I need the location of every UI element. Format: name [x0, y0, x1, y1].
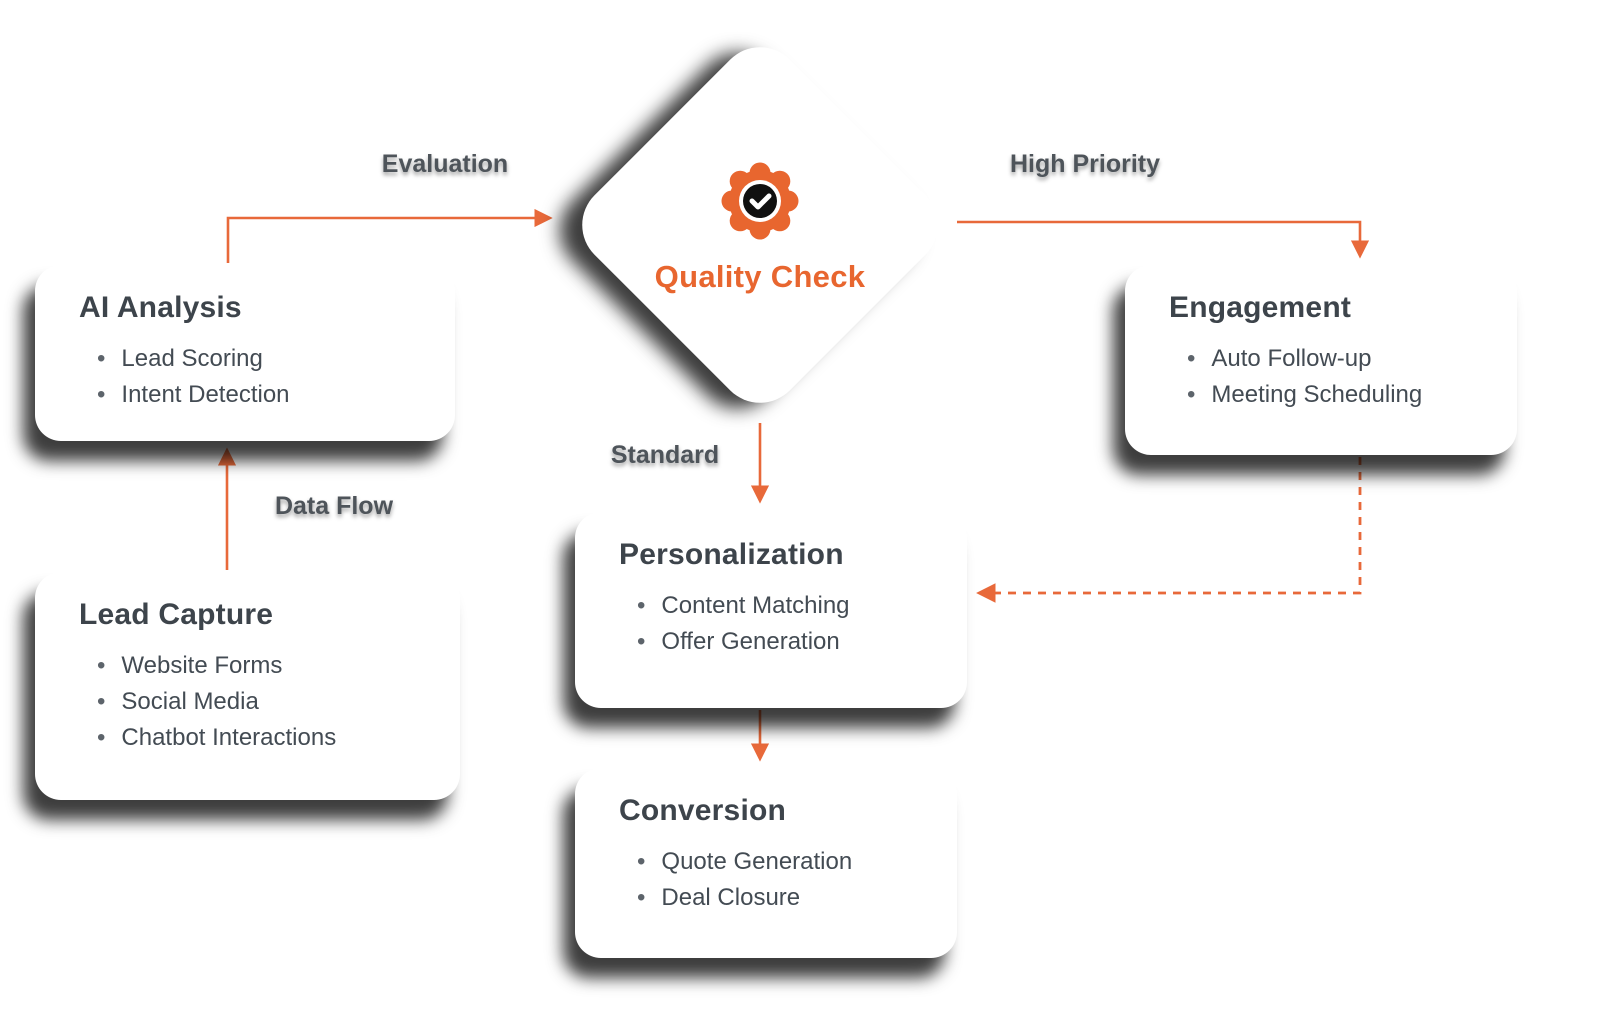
edge-engagement-personalization-dashed	[976, 457, 1362, 603]
node-quality-check: Quality Check	[622, 87, 898, 363]
node-title-personalization: Personalization	[619, 538, 844, 571]
list-item: Website Forms	[97, 648, 416, 684]
node-items-engagement: Auto Follow-up Meeting Scheduling	[1169, 341, 1473, 413]
list-item: Chatbot Interactions	[97, 720, 416, 756]
list-item: Content Matching	[637, 588, 923, 624]
node-title-conversion: Conversion	[619, 794, 787, 827]
node-title-engagement: Engagement	[1169, 291, 1352, 324]
node-conversion: Conversion Quote Generation Deal Closure	[575, 768, 957, 958]
list-item: Meeting Scheduling	[1187, 377, 1473, 413]
node-personalization: Personalization Content Matching Offer G…	[575, 512, 967, 708]
edge-label-high-priority: High Priority	[1009, 150, 1161, 178]
edge-label-evaluation: Evaluation	[381, 150, 509, 178]
list-item: Auto Follow-up	[1187, 341, 1473, 377]
edge-high-priority	[957, 220, 1370, 259]
node-items-lead-capture: Website Forms Social Media Chatbot Inter…	[79, 648, 416, 756]
edge-label-standard: Standard	[610, 441, 720, 469]
node-title-ai-analysis: AI Analysis	[79, 291, 242, 324]
node-engagement: Engagement Auto Follow-up Meeting Schedu…	[1125, 265, 1517, 455]
node-ai-analysis: AI Analysis Lead Scoring Intent Detectio…	[35, 265, 455, 441]
list-item: Intent Detection	[97, 377, 411, 413]
node-title-quality-check: Quality Check	[654, 259, 866, 294]
node-lead-capture: Lead Capture Website Forms Social Media …	[35, 572, 460, 800]
list-item: Lead Scoring	[97, 341, 411, 377]
list-item: Quote Generation	[637, 844, 913, 880]
badge-check-icon	[721, 162, 799, 240]
node-title-lead-capture: Lead Capture	[79, 598, 274, 631]
list-item: Deal Closure	[637, 880, 913, 916]
list-item: Social Media	[97, 684, 416, 720]
node-items-personalization: Content Matching Offer Generation	[619, 588, 923, 660]
list-item: Offer Generation	[637, 624, 923, 660]
edge-label-data-flow: Data Flow	[274, 492, 394, 520]
node-items-ai-analysis: Lead Scoring Intent Detection	[79, 341, 411, 413]
edge-evaluation	[226, 208, 553, 263]
node-items-conversion: Quote Generation Deal Closure	[619, 844, 913, 916]
